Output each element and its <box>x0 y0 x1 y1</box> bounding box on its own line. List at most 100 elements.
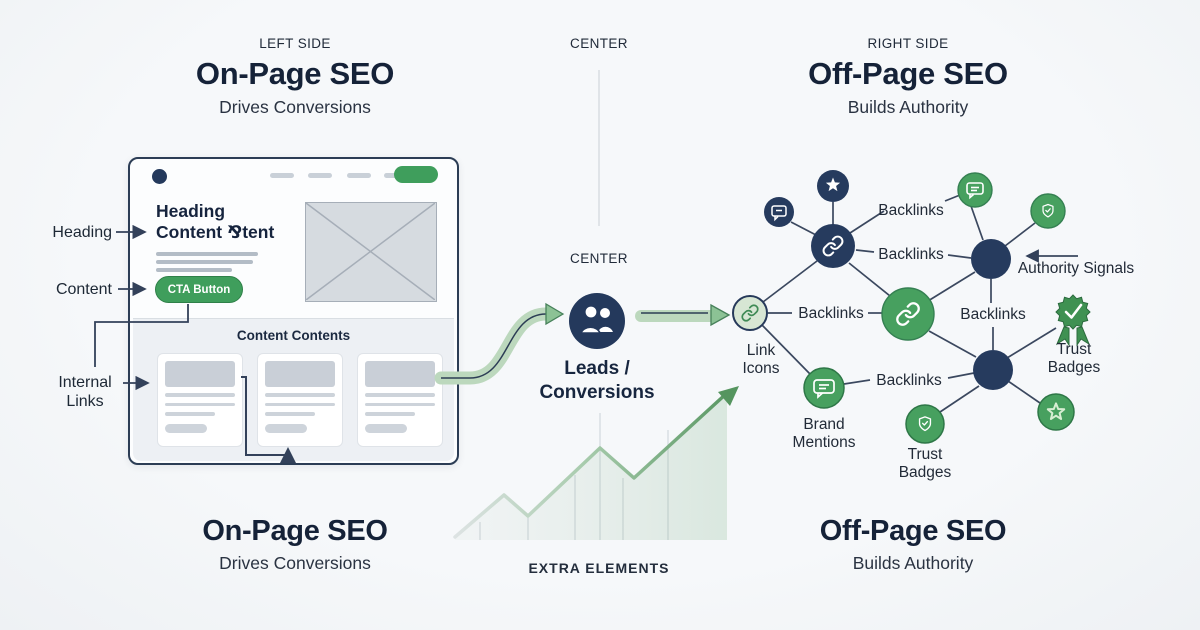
backlinks-label: Backlinks <box>960 306 1026 323</box>
shield-node-top <box>1030 193 1066 229</box>
wireframe-heading: Heading Content ⅋tent <box>156 201 274 244</box>
users-icon <box>579 304 613 334</box>
image-placeholder <box>305 202 437 302</box>
nav-link-placeholder <box>270 173 294 178</box>
award-ribbon-icon <box>1055 294 1091 330</box>
shield-node-bottom <box>905 404 945 444</box>
star-outline-node <box>1037 393 1075 431</box>
cta-button: CTA Button <box>155 276 243 303</box>
footer-right: Off-Page SEO Builds Authority <box>713 510 1113 574</box>
chart-area <box>455 393 727 540</box>
footer-right-subtitle: Builds Authority <box>852 553 974 573</box>
content-card <box>257 353 343 447</box>
chat-lines-icon <box>966 182 984 200</box>
arrowhead <box>545 302 565 326</box>
card-button-placeholder <box>365 423 407 433</box>
center-label-text: CENTER <box>570 251 628 266</box>
heading-callout-label: Heading <box>52 224 112 241</box>
shield-check-icon <box>918 416 932 432</box>
webpage-wireframe: Heading Content ⅋tent CTA Button Content… <box>128 157 459 465</box>
link-node-pale <box>732 295 768 331</box>
card-image-placeholder <box>365 361 435 387</box>
ribbon-badge-node <box>1055 294 1091 347</box>
wireframe-heading-line2: Content ⅋tent <box>156 222 275 243</box>
wireframe-heading-line1: Heading <box>156 201 226 221</box>
trust-badges-label: Trust Badges <box>898 446 952 482</box>
content-callout-label: Content <box>55 281 112 298</box>
image-x-icon <box>305 202 436 301</box>
text-line-placeholder <box>156 268 232 272</box>
link-node-green <box>881 287 935 341</box>
content-card <box>157 353 243 447</box>
brand-mentions-node <box>803 367 845 409</box>
link-icon <box>896 302 920 326</box>
right-header: RIGHT SIDE Off-Page SEO Builds Authority <box>708 36 1108 118</box>
card-button-placeholder <box>265 423 307 433</box>
card-text-line <box>265 402 335 406</box>
content-card <box>357 353 443 447</box>
left-header: LEFT SIDE On-Page SEO Drives Conversions <box>95 36 495 118</box>
authority-signals-label: Authority Signals <box>1017 260 1135 277</box>
text-line-placeholder <box>156 252 258 256</box>
authority-node-bottom <box>973 350 1013 390</box>
internal-links-callout-label: Internal Links <box>58 374 112 411</box>
card-image-placeholder <box>165 361 235 387</box>
backlinks-label: Backlinks <box>798 305 864 322</box>
left-eyebrow: LEFT SIDE <box>259 36 331 51</box>
left-title: On-Page SEO <box>195 56 395 91</box>
trust-badges-label: Trust Badges <box>1047 341 1101 377</box>
card-text-line <box>265 393 335 397</box>
footer-left: On-Page SEO Drives Conversions <box>95 510 495 574</box>
card-text-line <box>165 393 235 397</box>
growth-arrow-icon <box>718 386 739 406</box>
card-text-line <box>365 393 435 397</box>
flow-arrow-right <box>635 303 731 327</box>
extra-elements-label: EXTRA ELEMENTS <box>528 560 670 576</box>
brand-mentions-label: Brand Mentions <box>792 416 856 452</box>
nav-cta-pill <box>394 166 438 183</box>
card-button-placeholder <box>165 423 207 433</box>
leads-conversions-node <box>569 293 625 349</box>
footer-left-title: On-Page SEO <box>202 515 388 547</box>
arrowhead <box>710 303 731 327</box>
growth-line <box>453 391 729 539</box>
check-icon <box>1064 303 1083 319</box>
center-eyebrow: CENTER <box>570 36 628 51</box>
chat-icon <box>771 205 787 222</box>
chat-node-green <box>957 172 993 208</box>
shield-check-icon <box>1042 203 1054 218</box>
footer-left-subtitle: Drives Conversions <box>219 553 371 573</box>
card-text-line <box>165 402 235 406</box>
chat-node-navy <box>764 197 794 227</box>
chart-gridlines <box>479 413 669 540</box>
link-icons-label: Link Icons <box>742 342 780 378</box>
right-eyebrow: RIGHT SIDE <box>867 36 949 51</box>
growth-chart <box>453 386 739 540</box>
logo-dot <box>152 169 167 184</box>
content-panel: Content Contents <box>133 318 454 461</box>
right-subtitle: Builds Authority <box>847 97 969 117</box>
link-icon <box>741 304 759 322</box>
backlinks-label: Backlinks <box>878 246 944 263</box>
leads-conversions-caption: Leads / Conversions <box>539 358 655 403</box>
card-text-line <box>365 402 435 406</box>
card-text-line <box>365 412 416 416</box>
nav-link-placeholder <box>347 173 371 178</box>
backlink-hub-node <box>811 224 855 268</box>
backlinks-label: Backlinks <box>878 202 944 219</box>
left-subtitle: Drives Conversions <box>219 97 371 117</box>
content-panel-title: Content Contents <box>236 328 351 343</box>
star-icon <box>825 177 841 192</box>
text-line-placeholder <box>156 260 253 264</box>
card-text-line <box>265 412 316 416</box>
star-node <box>817 170 849 202</box>
star-outline-icon <box>1046 402 1066 420</box>
center-mid-label: CENTER <box>529 250 669 268</box>
backlinks-label: Backlinks <box>876 372 942 389</box>
right-title: Off-Page SEO <box>808 56 1008 91</box>
footer-right-title: Off-Page SEO <box>819 515 1007 547</box>
card-text-line <box>165 412 216 416</box>
authority-node-top <box>971 239 1011 279</box>
chat-lines-icon <box>813 379 835 399</box>
